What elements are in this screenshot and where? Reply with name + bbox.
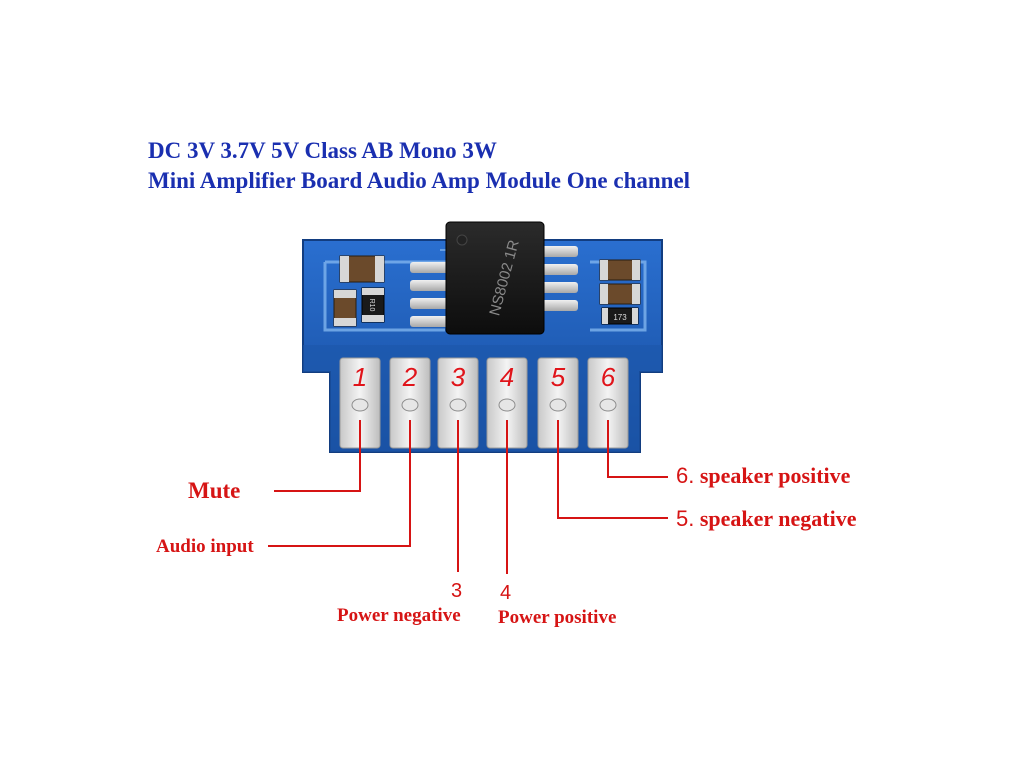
pin-hole-4 [498, 398, 516, 412]
title-line-1: DC 3V 3.7V 5V Class AB Mono 3W [148, 138, 497, 163]
label-speaker-positive: 6. speaker positive [676, 465, 850, 487]
label-speaker-negative-number: 5. [676, 506, 695, 531]
capacitor-left-top [339, 255, 385, 283]
label-power-negative: Power negative [337, 605, 461, 626]
pin-number-6: 6 [601, 362, 616, 392]
label-mute: Mute [188, 478, 241, 503]
label-audio-input: Audio input [156, 536, 254, 557]
leader-line-mute [274, 420, 361, 492]
pin-number-3: 3 [451, 362, 466, 392]
leader-line-audio-input [268, 420, 411, 547]
leader-line-speaker-negative [557, 420, 668, 519]
title-line-2: Mini Amplifier Board Audio Amp Module On… [148, 168, 691, 193]
leader-line-speaker-positive [607, 420, 668, 478]
resistor-right: 173 [601, 307, 639, 325]
pin-pads [339, 357, 629, 449]
label-power-positive: Power positive [498, 607, 617, 628]
pin-number-4: 4 [500, 362, 514, 392]
pin-number-5: 5 [551, 362, 566, 392]
leader-lines [268, 420, 668, 574]
capacitor-right-top [599, 259, 641, 281]
chip-legs [410, 246, 578, 327]
resistor-left: R10 [361, 287, 385, 323]
pin-hole-6 [599, 398, 617, 412]
capacitor-right-mid [599, 283, 641, 305]
label-power-negative-number: 3 [451, 580, 463, 602]
capacitor-left-bottom [333, 289, 357, 327]
label-speaker-negative-text: speaker negative [699, 506, 857, 531]
resistor-left-marking: R10 [368, 299, 375, 312]
amplifier-chip: NS8002 1R [445, 221, 545, 335]
pin-hole-3 [449, 398, 467, 412]
label-speaker-positive-text: speaker positive [699, 463, 851, 488]
pin-number-2: 2 [402, 362, 418, 392]
pin-number-1: 1 [353, 362, 367, 392]
label-power-positive-number: 4 [500, 582, 512, 604]
label-speaker-negative: 5. speaker negative [676, 508, 857, 530]
pin-hole-5 [549, 398, 567, 412]
resistor-right-marking: 173 [613, 313, 627, 322]
pin-hole-1 [351, 398, 369, 412]
label-speaker-positive-number: 6. [676, 463, 695, 488]
pin-numbers: 1 2 3 4 5 6 [353, 362, 616, 392]
pin-hole-2 [401, 398, 419, 412]
